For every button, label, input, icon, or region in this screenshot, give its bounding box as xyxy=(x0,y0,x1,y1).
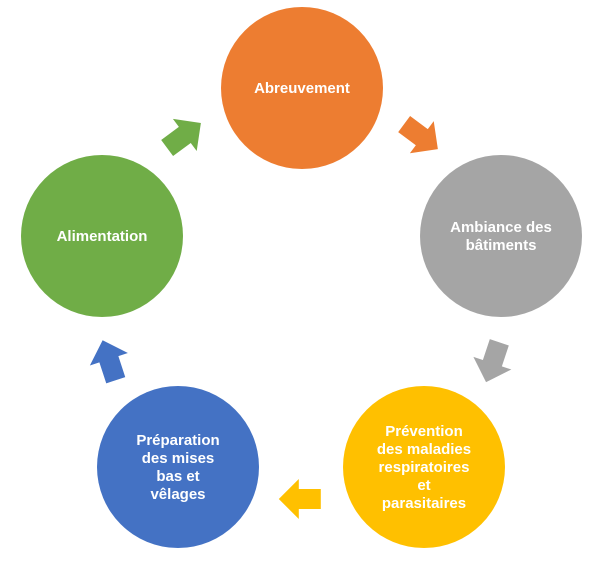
arrow-icon-abreuvement-to-ambiance xyxy=(398,116,438,154)
node-label-alimentation: Alimentation xyxy=(57,228,148,245)
arrow-icon-prevention-to-preparation xyxy=(278,479,321,519)
arrow-icon-preparation-to-alimentation xyxy=(89,340,128,384)
node-label-prevention: parasitaires xyxy=(382,495,466,512)
connector-arrows xyxy=(89,116,512,519)
node-label-prevention: Prévention xyxy=(385,423,463,440)
cycle-node-abreuvement: Abreuvement xyxy=(221,7,383,169)
node-label-ambiance: Ambiance des xyxy=(450,219,552,236)
node-label-preparation: des mises xyxy=(142,450,215,467)
cycle-node-alimentation: Alimentation xyxy=(21,155,183,317)
node-label-prevention: des maladies xyxy=(377,441,471,458)
arrow-icon-ambiance-to-prevention xyxy=(473,339,512,383)
node-circle-prevention xyxy=(343,386,505,548)
node-circle-preparation xyxy=(97,386,259,548)
node-label-abreuvement: Abreuvement xyxy=(254,80,350,97)
node-label-preparation: vêlages xyxy=(150,486,205,503)
node-label-ambiance: bâtiments xyxy=(466,237,537,254)
node-label-prevention: respiratoires xyxy=(379,459,470,476)
node-circle-alimentation xyxy=(21,155,183,317)
node-circle-abreuvement xyxy=(221,7,383,169)
node-label-preparation: Préparation xyxy=(136,432,219,449)
node-label-preparation: bas et xyxy=(156,468,199,485)
node-label-prevention: et xyxy=(417,477,430,494)
arrow-icon-alimentation-to-abreuvement xyxy=(161,118,201,157)
node-circle-ambiance xyxy=(420,155,582,317)
